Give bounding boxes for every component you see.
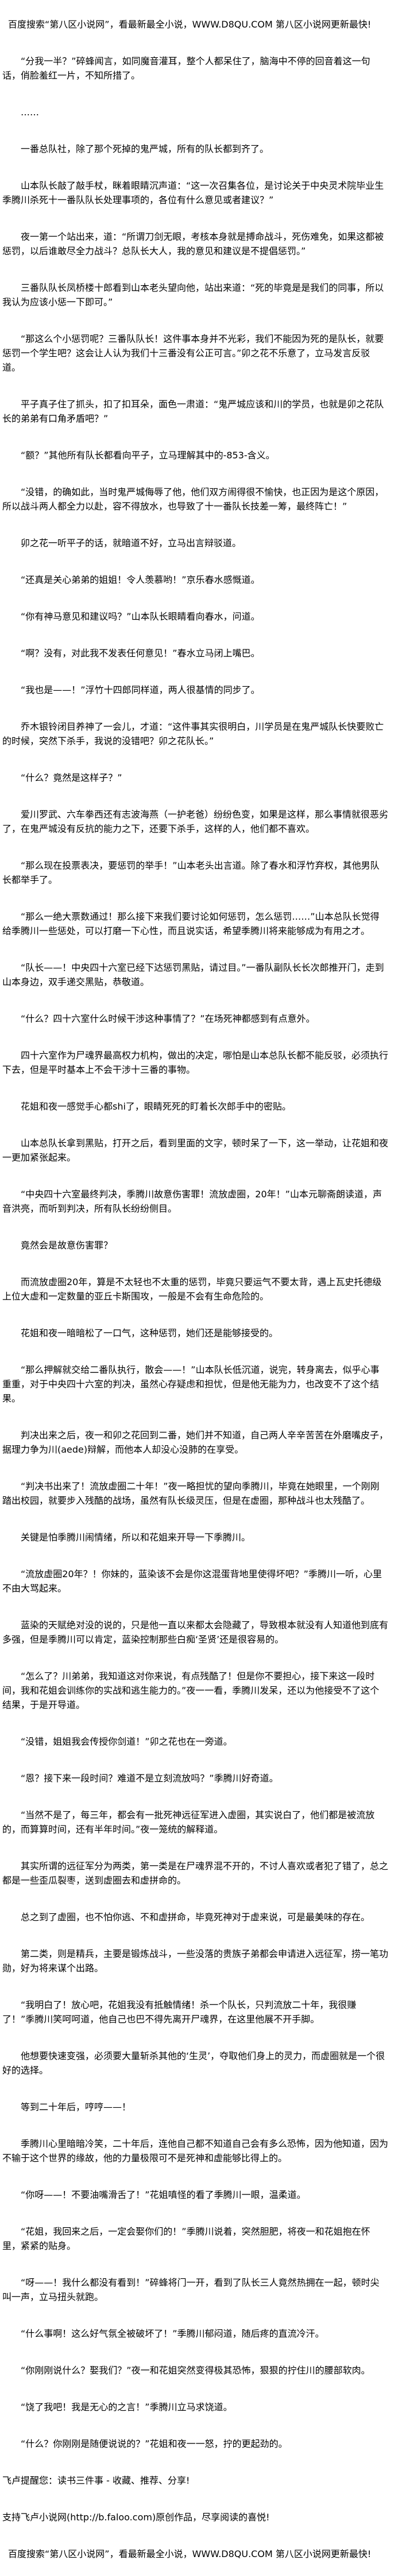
story-paragraph: 判决出来之后，夜一和卯之花回到二番，她们并不知道，自己两人辛辛苦苦在外磨嘴皮子，… (2, 1430, 389, 1455)
story-paragraph: “怎么了？川弟弟，我知道这对你来说，有点残酷了！但是你不要担心，接下来这一段时间… (2, 1671, 380, 1710)
story-paragraph: 爱川罗武、六车拳西还有志波海燕（一护老爸）纷纷色变，如果是这样，那么事情就很恶劣… (2, 809, 389, 834)
story-paragraph: “恩？接下来一段时间？难道不是立刻流放吗？”季腾川好奇道。 (21, 1773, 279, 1784)
story-paragraph: 花姐和夜一感觉手心都shi了，眼睛死死的盯着长次郎手中的密贴。 (21, 1101, 291, 1112)
story-paragraph: 三番队队长凤桥楼十郎看到山本老头望向他，站出来道：“死的毕竟是是我们的同事，所以… (2, 282, 384, 308)
story-paragraph: 关键是怕季腾川闹情绪，所以和花姐来开导一下季腾川。 (21, 1532, 251, 1543)
story-paragraph: 乔木银铃闭目养神了一会儿，才道：“这件事其实很明白，川学员是在鬼严城队长快要败亡… (2, 721, 384, 746)
story-paragraph: …… (21, 107, 39, 118)
story-paragraph: 竟然会是故意伤害罪？ (21, 1240, 113, 1251)
story-paragraph: “什么？竟然是这样子？” (21, 772, 122, 783)
story-paragraph: “队长——！中央四十六室已经下达惩罚黑贴，请过目。”一番队副队长长次郎推开门，走… (2, 962, 384, 987)
story-paragraph: “你呀——！不要油嘴滑舌了！”花姐嗔怪的看了季腾川一眼，温柔道。 (21, 2189, 306, 2200)
story-paragraph: 卯之花一听平子的话，就暗道不好，立马出言辩驳道。 (21, 538, 242, 548)
story-paragraph: 蓝染的天赋绝对没的说的，只是他一直以来都太会隐藏了，导致根本就没有人知道他到底有… (2, 1620, 389, 1645)
story-paragraph: 季腾川心里暗暗冷笑，二十年后，连他自己都不知道自己会有多么恐怖，因为他知道，因为… (2, 2138, 389, 2163)
story-paragraph: “什么？你刚刚是随便说说的？”花姐和夜一一怒，拧的更起劲的。 (21, 2438, 288, 2449)
story-paragraph: 夜一第一个站出来，道：“所谓刀剑无眼，考核本身就是搏命战斗，死伤难免，如果这都被… (2, 231, 384, 256)
story-paragraph: 山本队长敲了敲手杖，眯着眼睛沉声道：“这一次召集各位，是讨论关于中央灵术院毕业生… (2, 180, 384, 205)
footer-ad-text: 百度搜索“第八区小说网”，看最新最全小说，WWW.D8QU.COM 第八区小说网… (8, 2548, 372, 2559)
story-paragraph: 平子真子住了抓头，扣了扣耳朵，面色一肃道：“鬼严城应该和川的学员，也就是卯之花队… (2, 399, 384, 424)
story-paragraph: 第二类，则是精兵，主要是锻炼战斗，一些没落的贵族子弟都会申请进入远征军，捞一笔功… (2, 1948, 389, 1974)
story-paragraph: “我也是——！”浮竹十四郎同样道，两人很基情的同步了。 (21, 684, 260, 695)
story-paragraph: “额？”其他所有队长都看向平子，立马理解其中的-853-含义。 (21, 450, 275, 461)
story-paragraph: “那么一绝大票数通过！那么接下来我们要讨论如何惩罚，怎么惩罚……”山本总队长觉得… (2, 911, 380, 936)
story-paragraph: 总之到了虚圈，也不怕你逃、不和虚拼命，毕竟死神对于虚来说，可是最美味的存在。 (21, 1912, 370, 1923)
story-body: “分我一半？”碎蜂闻言，如同魔音灌耳，整个人都呆住了，脑海中不停的回音着这一句话… (2, 54, 388, 2451)
story-paragraph: “什么？四十六室什么时候干涉这种事情了？”在场死神都感到有点意外。 (21, 1013, 315, 1024)
story-paragraph: “没错，的确如此，当时鬼严城侮辱了他，他们双方闹得很不愉快，也正因为是这个原因，… (2, 487, 384, 512)
story-paragraph: “你刚刚说什么？娶我们？”夜一和花姐突然变得极其恐怖，狠狠的拧住川的腰部软肉。 (21, 2365, 370, 2376)
story-paragraph: “还真是关心弟弟的姐姐！令人羡慕哟！”京乐春水感慨道。 (21, 574, 260, 585)
story-paragraph: “那么现在投票表决，要惩罚的举手！”山本老头出言道。除了春水和浮竹弃权，其他男队… (2, 860, 380, 885)
story-paragraph: “判决书出来了！流放虚圈二十年！”夜一略担忧的望向季腾川，毕竟在她眼里，一个刚刚… (2, 1481, 380, 1506)
story-paragraph: “什么事啊！这么好气氛全被破坏了！”季腾川郁闷道，随后疼的直流冷汗。 (21, 2328, 324, 2339)
story-paragraph: 花姐和夜一暗暗松了一口气，这种惩罚，她们还是能够接受的。 (21, 1328, 279, 1338)
story-paragraph: “我明白了！放心吧，花姐我没有抵触情绪！杀一个队长，只判流放二十年，我很赚了！”… (2, 1999, 357, 2025)
story-paragraph: “没错，姐姐我会传授你剑道！”卯之花也在一旁道。 (21, 1736, 233, 1747)
story-paragraph: “流放虚圈20年？！你妹的，蓝染该不会是你这混蛋背地里使得坏吧？”季腾川一听，心… (2, 1569, 382, 1594)
story-paragraph: 山本总队长拿到黑贴，打开之后，看到里面的文字，顿时呆了一下，这一举动，让花姐和夜… (2, 1138, 389, 1163)
faloo-reminder: 飞卢提醒您：读书三件事 - 收藏、推荐、分享! (2, 2475, 190, 2486)
faloo-support-text: 支持飞卢小说网(http://b.faloo.com)原创作品，尽享阅读的喜悦! (2, 2512, 270, 2523)
story-paragraph: 其实所谓的远征军分为两类，第一类是在尸魂界混不开的，不讨人喜欢或者犯了错了，总之… (2, 1861, 389, 1886)
story-paragraph: “分我一半？”碎蜂闻言，如同魔音灌耳，整个人都呆住了，脑海中不停的回音着这一句话… (2, 56, 370, 81)
story-paragraph: “你有神马意见和建议吗？”山本队长眼睛看向春水，问道。 (21, 611, 260, 622)
story-paragraph: “那么押解就交给二番队执行，散会——！”山本队长低沉道，说完，转身离去，似乎心事… (2, 1364, 380, 1404)
story-paragraph: 一番总队社，除了那个死掉的鬼严城，所有的队长都到齐了。 (21, 143, 269, 154)
story-paragraph: “呀——！我什么都没有看到！”碎蜂将门一开，看到了队长三人竟然热拥在一起，顿时尖… (2, 2277, 380, 2302)
story-paragraph: “中央四十六室最终判决，季腾川故意伤害罪！流放虚圈，20年！”山本元聊斋朗读道，… (2, 1189, 382, 1214)
story-paragraph: “饶了我吧！我是无心的之言！”季腾川立马求饶道。 (21, 2402, 233, 2412)
story-paragraph: 他想要快速变强，必须要大量斩杀其他的‘生灵’，夺取他们身上的灵力，而虚圈就是一个… (2, 2050, 385, 2076)
story-paragraph: “那这么个小惩罚呢？三番队队长！这件事本身并不光彩，我们不能因为死的是队长，就要… (2, 333, 384, 373)
story-paragraph: 而流放虚圈20年，算是不太轻也不太重的惩罚，毕竟只要运气不要太背，遇上瓦史托德级… (2, 1277, 382, 1302)
story-paragraph: “当然不是了，每三年，都会有一批死神远征军进入虚圈，其实说白了，他们都是被流放的… (2, 1810, 375, 1835)
story-paragraph: “啊？没有，对此我不发表任何意见！”春水立马闭上嘴巴。 (21, 648, 260, 659)
header-ad-text: 百度搜索“第八区小说网”，看最新最全小说，WWW.D8QU.COM 第八区小说网… (8, 19, 372, 30)
story-paragraph: “花姐，我回来之后，一定会娶你们的！”季腾川说着，突然胆肥，将夜一和花姐抱在怀里… (2, 2226, 370, 2251)
story-paragraph: 等到二十年后，哼哼——！ (21, 2102, 132, 2112)
story-paragraph: 四十六室作为尸魂界最高权力机构，做出的决定，哪怕是山本总队长都不能反驳，必须执行… (2, 1050, 389, 1075)
